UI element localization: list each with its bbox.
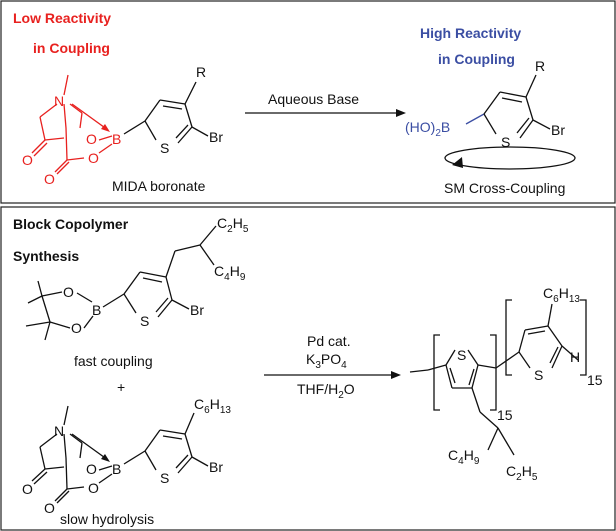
pinacol-boronate-molecule xyxy=(25,225,217,341)
repeat-count-1: 15 xyxy=(497,407,513,423)
cycle-arrow-head xyxy=(452,157,463,168)
atom-S-right: S xyxy=(501,134,510,150)
bottom-panel-frame xyxy=(0,206,616,531)
low-reactivity-title: Low Reactivity xyxy=(13,10,111,26)
atom-R: R xyxy=(196,64,206,80)
top-panel-frame xyxy=(0,0,616,204)
atom-O-ester-1: O xyxy=(86,131,97,147)
atom-O-pin-1: O xyxy=(63,284,74,300)
group-C2H5-pin: C2H5 xyxy=(217,215,249,235)
atom-Br-right: Br xyxy=(551,122,565,138)
reagent-pd-cat: Pd cat. xyxy=(307,333,351,349)
solvent-thf-water: THF/H2O xyxy=(297,381,355,401)
synthesis-title: Synthesis xyxy=(13,248,79,264)
atom-Br-pin: Br xyxy=(190,302,204,318)
thiophene-ring-left xyxy=(144,81,209,144)
cycle-arrow-icon xyxy=(444,146,576,170)
high-reactivity-title: High Reactivity xyxy=(420,25,521,41)
arrow-head-bottom xyxy=(391,371,401,379)
atom-B: B xyxy=(112,131,121,147)
group-C6H13-bottom: C6H13 xyxy=(194,396,231,416)
polymer-end-H: H xyxy=(570,349,580,365)
atom-HO: (HO)2B xyxy=(405,119,450,139)
atom-B-pin: B xyxy=(92,302,101,318)
mida-boronate-bottom-molecule xyxy=(31,405,209,504)
polymer-atom-S2: S xyxy=(534,367,543,383)
atom-O-bottom-1: O xyxy=(22,481,33,497)
atom-O-bottom-3: O xyxy=(88,480,99,496)
atom-R-right: R xyxy=(535,58,545,74)
high-reactivity-subtitle: in Coupling xyxy=(438,51,515,67)
repeat-count-2: 15 xyxy=(587,372,603,388)
atom-N: N xyxy=(54,93,64,109)
atom-O-ester-2: O xyxy=(88,150,99,166)
mida-boronate-molecule xyxy=(31,74,146,175)
arrow-head-top xyxy=(396,109,406,117)
caption-sm-cross-coupling: SM Cross-Coupling xyxy=(444,180,565,196)
atom-S-bottom: S xyxy=(160,470,169,486)
atom-O-pin-2: O xyxy=(71,320,82,336)
atom-S: S xyxy=(160,140,169,156)
thiophene-ring-right xyxy=(465,74,551,139)
polymer-C4H9: C4H9 xyxy=(448,447,480,467)
block-copolymer-title: Block Copolymer xyxy=(13,216,129,232)
atom-O-bottom-4: O xyxy=(44,500,55,516)
atom-Br-bottom: Br xyxy=(209,459,223,475)
atom-N-bottom: N xyxy=(54,423,64,439)
atom-B-bottom: B xyxy=(112,461,121,477)
caption-fast-coupling: fast coupling xyxy=(74,353,153,369)
atom-O-carbonyl-1: O xyxy=(22,152,33,168)
caption-mida-boronate: MIDA boronate xyxy=(112,178,206,194)
atom-Br: Br xyxy=(209,129,223,145)
polymer-C2H5: C2H5 xyxy=(506,463,538,483)
reagent-k3po4: K3PO4 xyxy=(306,351,347,371)
atom-O-bottom-2: O xyxy=(86,461,97,477)
arrow-label-aqueous-base: Aqueous Base xyxy=(268,91,359,107)
polymer-atom-S1: S xyxy=(457,347,466,363)
atom-S-pin: S xyxy=(140,313,149,329)
block-copolymer-product xyxy=(409,299,587,456)
group-C4H9-pin: C4H9 xyxy=(214,263,246,283)
atom-O-carbonyl-2: O xyxy=(44,171,55,187)
polymer-C6H13: C6H13 xyxy=(543,285,580,305)
low-reactivity-subtitle: in Coupling xyxy=(33,40,110,56)
caption-slow-hydrolysis: slow hydrolysis xyxy=(60,511,154,527)
plus-sign: + xyxy=(117,379,125,395)
